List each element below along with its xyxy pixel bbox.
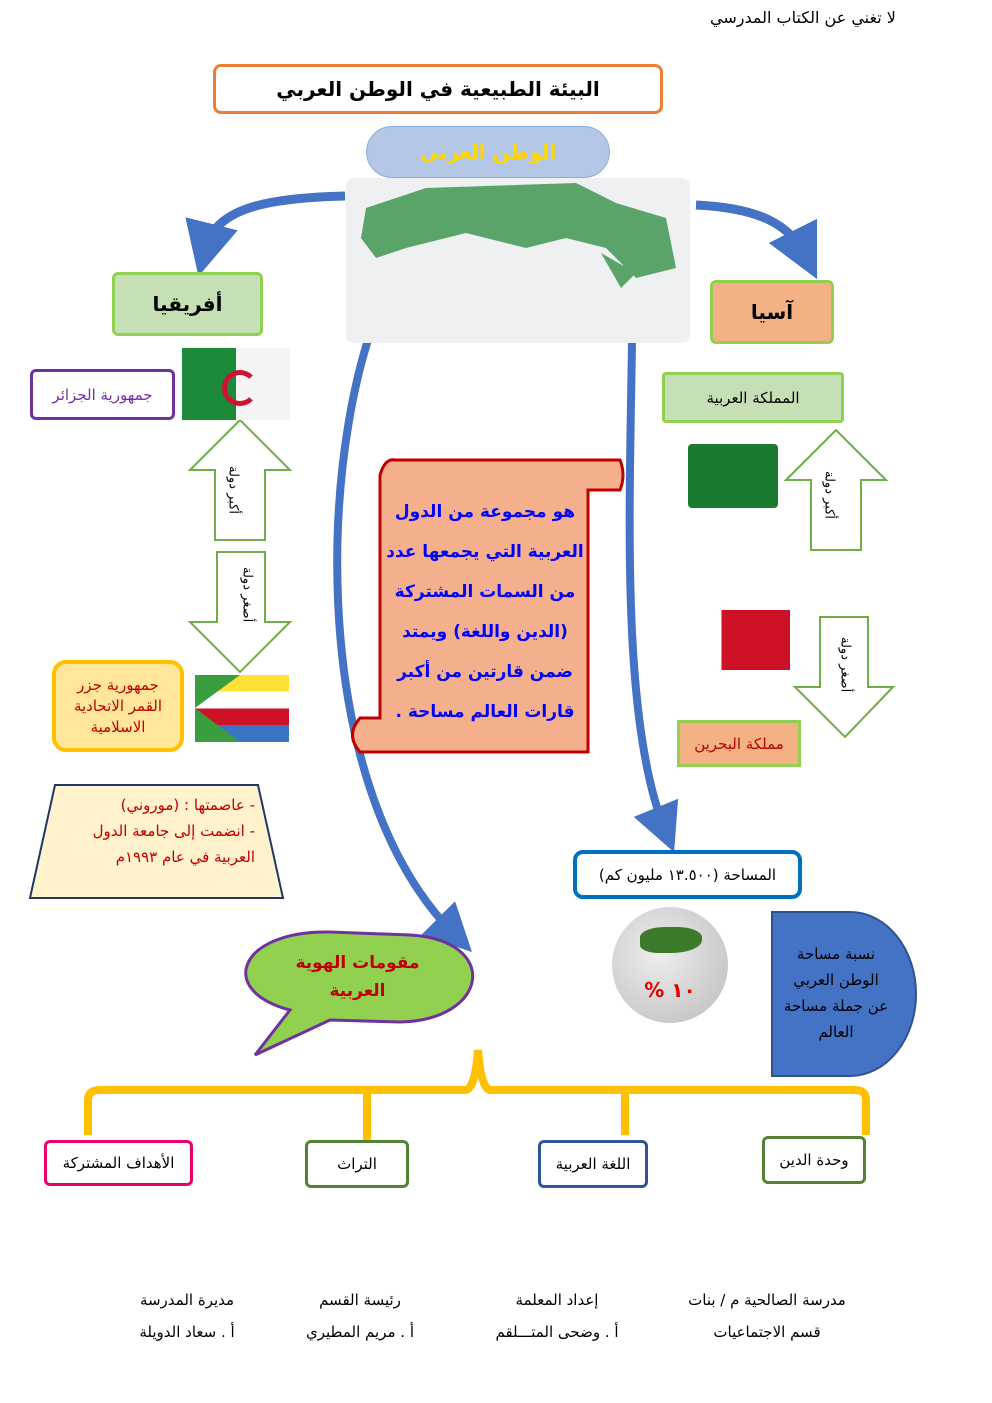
signature-head: رئيسة القسم أ . مريم المطيري <box>265 1284 455 1348</box>
arrow-largest-africa <box>187 418 293 541</box>
signature-teacher: إعداد المعلمة أ . وضحى المتـــلقم <box>462 1284 652 1348</box>
page-title: البيئة الطبيعية في الوطن العربي <box>213 64 663 114</box>
largest-arrow-label-africa: أكبر دولة <box>225 465 241 515</box>
signature-line: مدرسة الصالحية م / بنات <box>688 1291 846 1309</box>
center-label: الوطن العربي <box>366 126 610 178</box>
fact-joined: - انضمت إلى جامعة الدول العربية في عام ١… <box>92 822 255 866</box>
signature-line: أ . مريم المطيري <box>306 1323 414 1341</box>
half-circle-shape <box>771 911 917 1077</box>
bahrain-flag <box>695 610 790 670</box>
trapezoid <box>28 784 285 899</box>
smallest-arrow-label-asia: أصغر دولة <box>837 637 853 693</box>
algeria-flag <box>182 348 290 420</box>
identity-item-goals: الأهداف المشتركة <box>44 1140 193 1186</box>
arrow-to-area <box>625 339 679 853</box>
identity-item-language: اللغة العربية <box>538 1140 648 1188</box>
globe-percent: ١٠ % <box>644 978 696 1002</box>
brace <box>84 1049 870 1140</box>
largest-country-asia: المملكة العربية <box>662 372 844 423</box>
fact-capital: - عاصمتها : (موروني) <box>120 796 255 814</box>
arrow-to-identity <box>333 283 472 952</box>
arrow-smallest-africa <box>187 551 293 674</box>
signature-line: أ . وضحى المتـــلقم <box>495 1323 619 1341</box>
identity-item-religion: وحدة الدين <box>762 1136 866 1184</box>
signature-line: رئيسة القسم <box>319 1291 401 1309</box>
speech-bubble <box>244 930 475 1057</box>
arrow-to-africa <box>185 191 346 277</box>
comoros-flag <box>195 675 289 742</box>
identity-title: مقومات الهوية العربية <box>295 953 420 1001</box>
identity-item-heritage: التراث <box>305 1140 409 1188</box>
largest-country-africa: جمهورية الجزائر <box>30 369 175 420</box>
arrow-smallest-asia <box>792 616 896 739</box>
header-note: لا تغني عن الكتاب المدرسي <box>710 8 896 27</box>
comoros-facts: - عاصمتها : (موروني) - انضمت إلى جامعة ا… <box>60 792 255 870</box>
signature-principal: مديرة المدرسة أ . سعاد الدويلة <box>92 1284 282 1348</box>
arrow-to-asia <box>695 200 818 280</box>
saudi-flag <box>688 444 778 508</box>
signature-line: قسم الاجتماعيات <box>713 1323 821 1341</box>
smallest-country-africa: جمهورية جزر القمر الاتحادية الاسلامية <box>52 660 184 752</box>
asia-label: آسيا <box>710 280 834 344</box>
scroll-shape <box>351 458 625 754</box>
smallest-arrow-label-africa: أصغر دولة <box>239 567 255 623</box>
signature-line: مديرة المدرسة <box>139 1291 235 1309</box>
smallest-country-asia: مملكة البحرين <box>677 720 801 767</box>
signature-line: أ . سعاد الدويلة <box>139 1323 235 1341</box>
area-value: المساحة (١٣.٥٠٠ مليون كم) <box>573 850 802 899</box>
arab-world-map <box>346 178 690 343</box>
definition-text: هو مجموعة من الدول العربية التي يجمعها ع… <box>386 502 584 722</box>
globe-icon <box>612 907 728 1023</box>
area-ratio-label: نسبة مساحة الوطن العربي عن جملة مساحة ال… <box>783 944 889 1041</box>
africa-label: أفريقيا <box>112 272 263 336</box>
signature-school: مدرسة الصالحية م / بنات قسم الاجتماعيات <box>672 1284 862 1348</box>
signature-line: إعداد المعلمة <box>515 1291 599 1309</box>
largest-arrow-label-asia: أكبر دولة <box>821 470 837 520</box>
arrow-largest-asia <box>783 428 889 551</box>
